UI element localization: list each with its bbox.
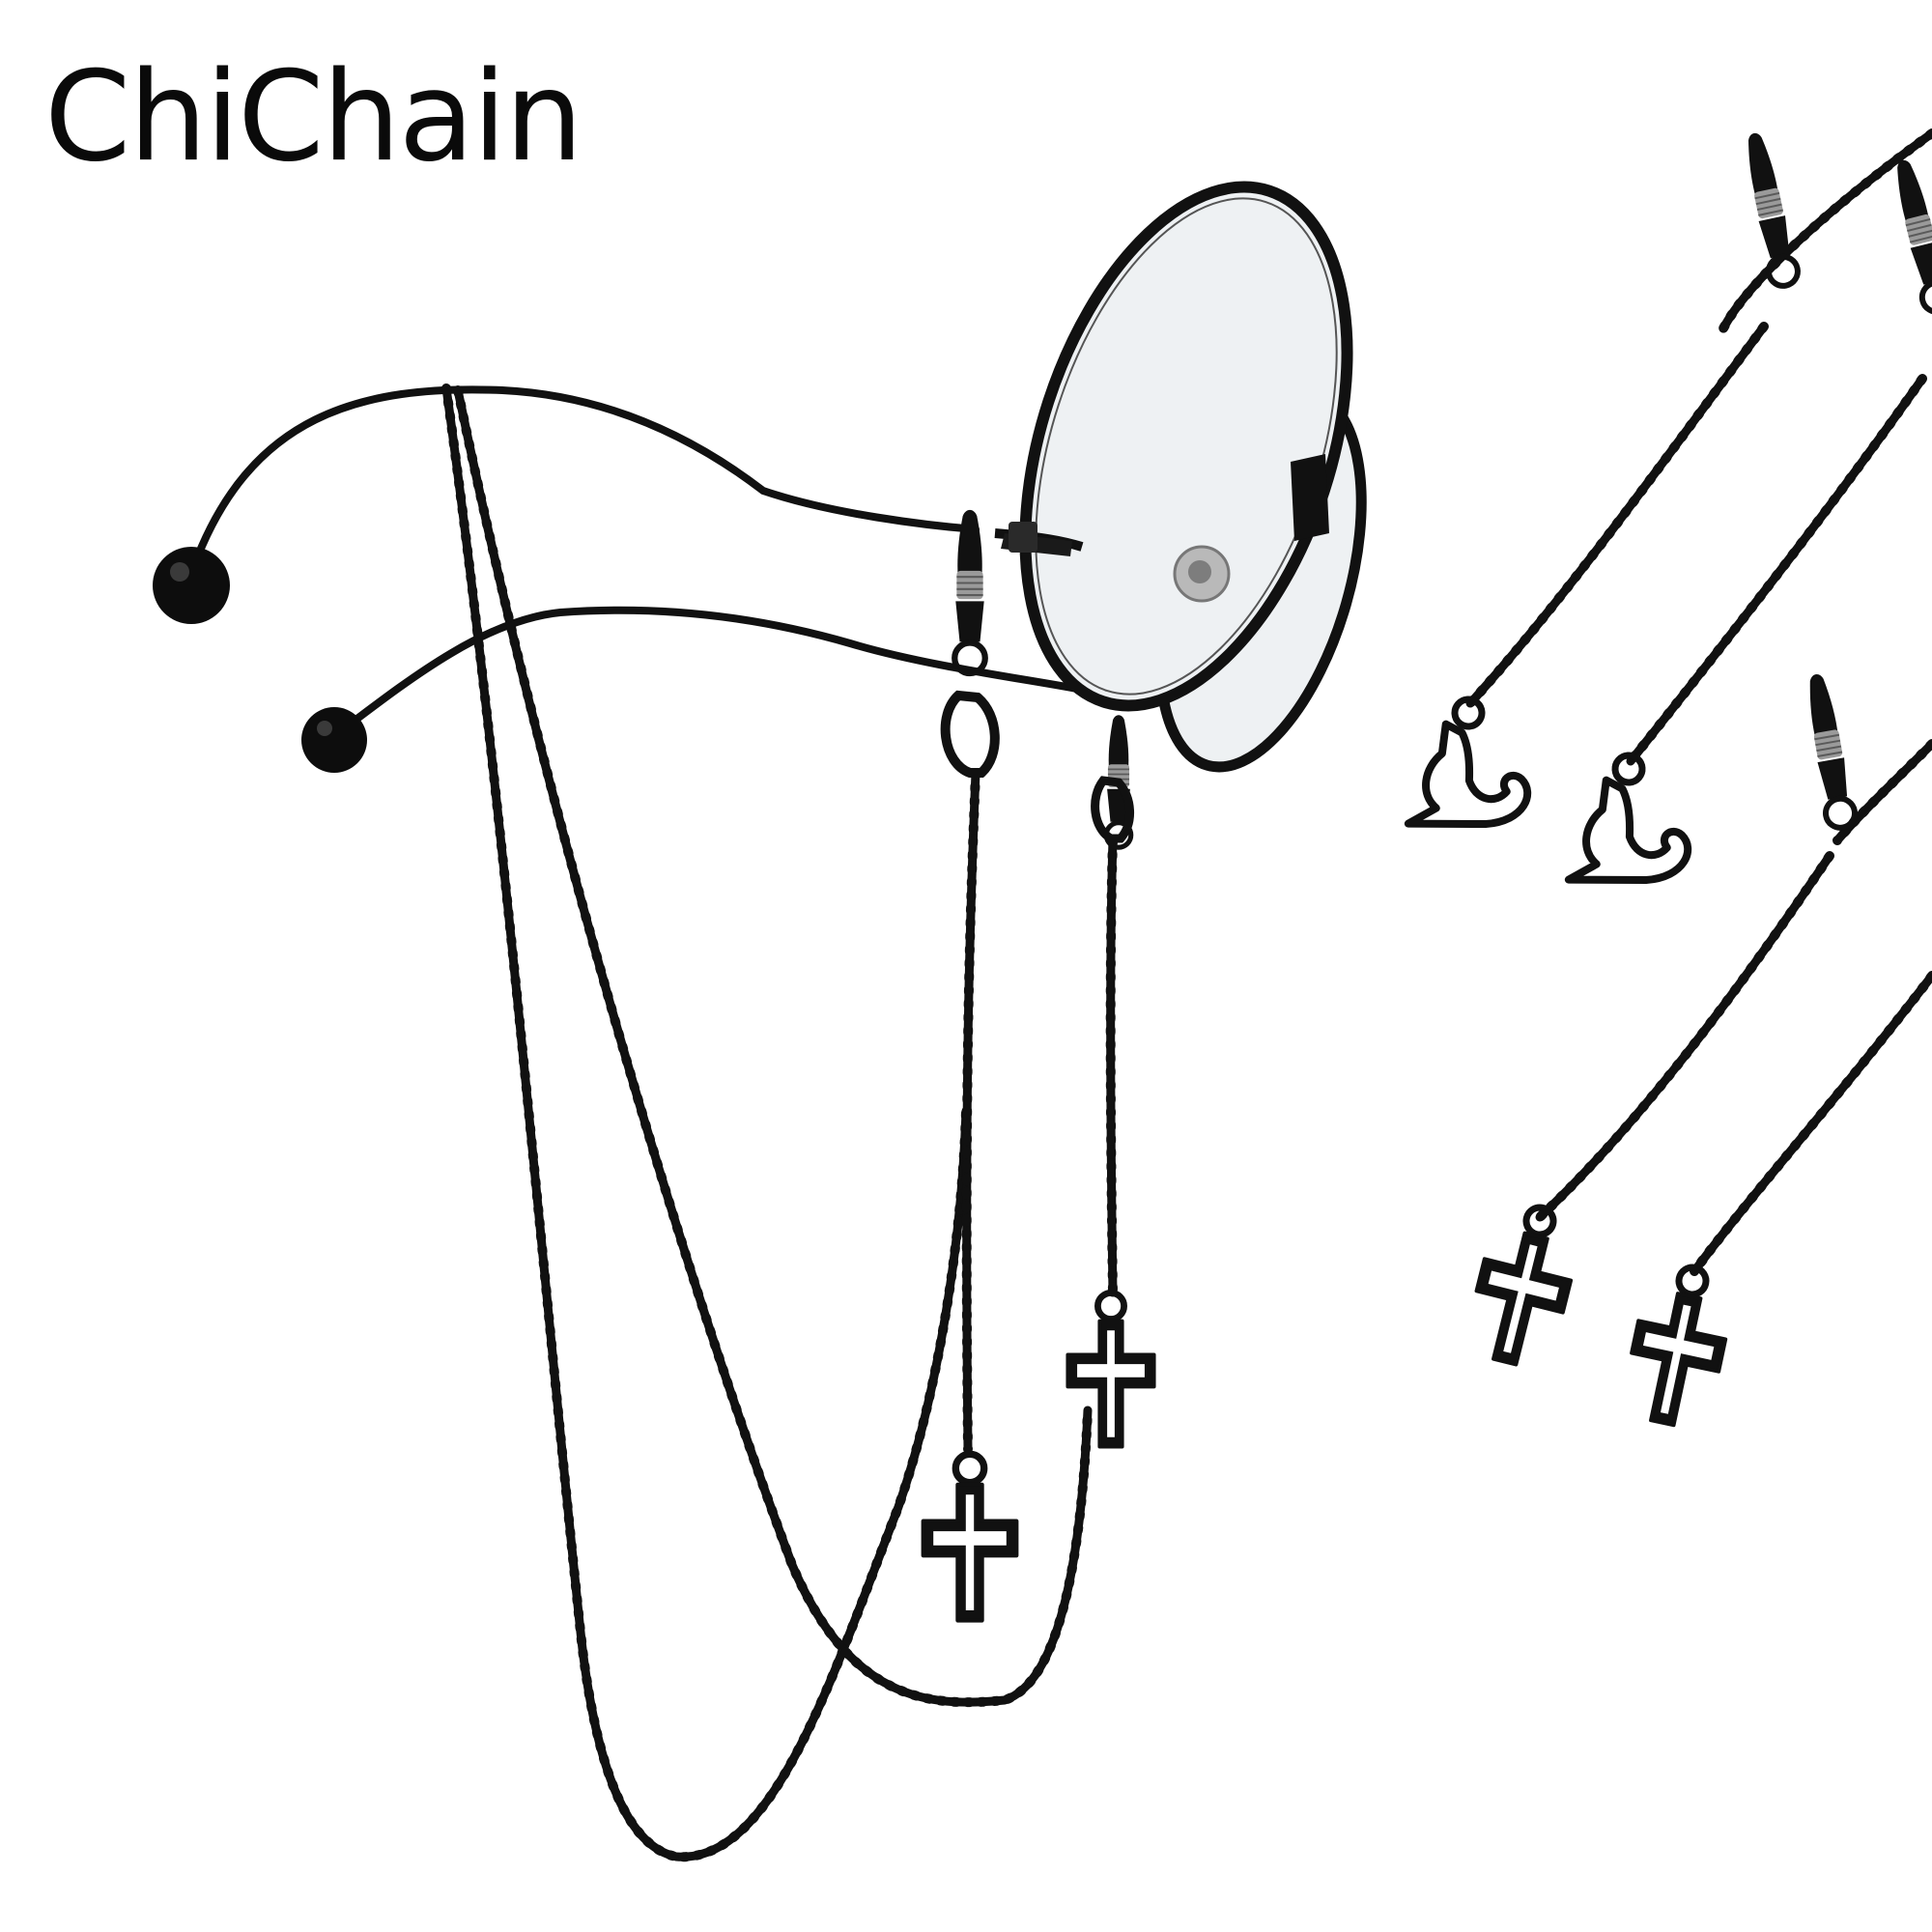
cross-icon (1067, 1293, 1153, 1446)
loose-chains (1465, 128, 1932, 1276)
cross-icon (923, 1454, 1017, 1620)
cross-icon (1462, 1197, 1586, 1372)
temple-grip (1889, 156, 1932, 314)
cross-icon (1619, 1259, 1739, 1433)
stand-knob (301, 707, 367, 773)
display-stand (153, 385, 1086, 773)
temple-grip (1802, 671, 1858, 830)
stand-knob (153, 547, 230, 624)
cat-icon (1560, 752, 1690, 885)
cat-icon (1400, 696, 1529, 829)
chain-on-stand (441, 384, 1118, 1862)
eyeglasses (994, 181, 1367, 773)
brand-logo: ChiChain (44, 45, 583, 189)
temple-grip (954, 510, 985, 673)
temple-grip (1740, 130, 1801, 289)
